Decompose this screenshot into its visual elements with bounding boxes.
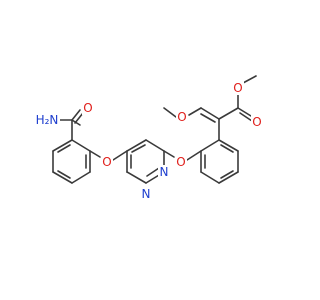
left-ether-oxygen-label: O [102, 155, 111, 169]
right-ether-link [163, 150, 202, 161]
ester-oxygen-double-label: O [252, 115, 261, 129]
right-ether-oxygen-label: O [176, 155, 185, 169]
molecule-diagram: H₂N O O O N N O O O [34, 75, 263, 201]
atom-labels: H₂N O O O N N O O O [34, 81, 263, 201]
left-benzene-ring [52, 139, 91, 184]
amide-group [57, 109, 84, 141]
amide-oxygen-label: O [83, 101, 92, 115]
pyrimidine-ring [126, 139, 165, 184]
acrylate-chain [163, 75, 257, 141]
amide-nitrogen-label: H₂N [36, 113, 59, 127]
structure-canvas: H₂N O O O N N O O O [34, 75, 263, 201]
methoxy-oxygen-label: O [177, 110, 186, 124]
ester-oxygen-single-label: O [233, 81, 242, 95]
left-ether-link [89, 150, 128, 161]
pyrimidine-nitrogen-2-label: N [142, 187, 151, 201]
pyrimidine-nitrogen-1-label: N [160, 165, 169, 179]
right-benzene-ring [200, 139, 239, 184]
